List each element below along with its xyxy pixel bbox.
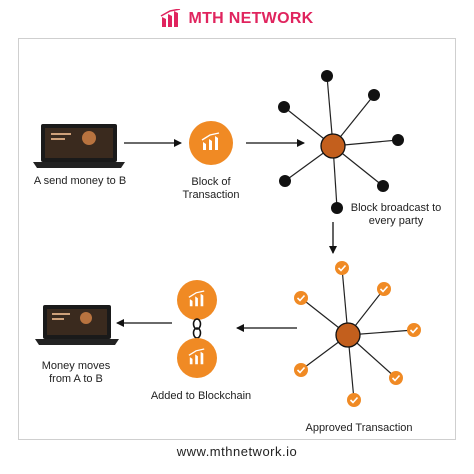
label-broadcast: Block broadcast to every party (340, 202, 452, 228)
check-icon (407, 323, 421, 337)
label-block-line2: Transaction (182, 189, 240, 201)
laptop-sender-icon (33, 124, 125, 168)
approved-network (294, 261, 421, 407)
label-broadcast-line2: every party (368, 215, 424, 227)
mth-logo-icon (161, 9, 181, 27)
network-hub (320, 133, 346, 159)
diagram-frame (18, 38, 456, 440)
label-block: Block of Transaction (170, 176, 252, 202)
check-icon (389, 371, 403, 385)
check-icon (294, 363, 308, 377)
footer-url: www.mthnetwork.io (176, 444, 298, 459)
network-node (377, 180, 389, 192)
label-moves-line2: from A to B (49, 373, 103, 385)
check-icon (377, 282, 391, 296)
network-node (392, 134, 404, 146)
label-send: A send money to B (33, 175, 127, 187)
check-icon (347, 393, 361, 407)
label-approved: Approved Transaction (305, 422, 413, 434)
block-transaction-icon (189, 121, 233, 165)
laptop-receiver-icon (35, 305, 119, 345)
brand-header: MTH NETWORK (0, 6, 474, 32)
label-moves-line1: Money moves (41, 360, 111, 372)
network-node (278, 101, 290, 113)
network-node (279, 175, 291, 187)
approved-hub (335, 322, 361, 348)
label-broadcast-line1: Block broadcast to (350, 202, 442, 214)
label-added: Added to Blockchain (150, 390, 252, 402)
brand-name: MTH NETWORK (188, 10, 314, 27)
network-node (331, 202, 343, 214)
network-node (368, 89, 380, 101)
label-block-line1: Block of (191, 176, 231, 188)
network-node (321, 70, 333, 82)
check-icon (294, 291, 308, 305)
label-moves: Money moves from A to B (28, 360, 124, 386)
check-icon (335, 261, 349, 275)
broadcast-network (278, 70, 404, 214)
blockchain-icon (177, 280, 217, 378)
